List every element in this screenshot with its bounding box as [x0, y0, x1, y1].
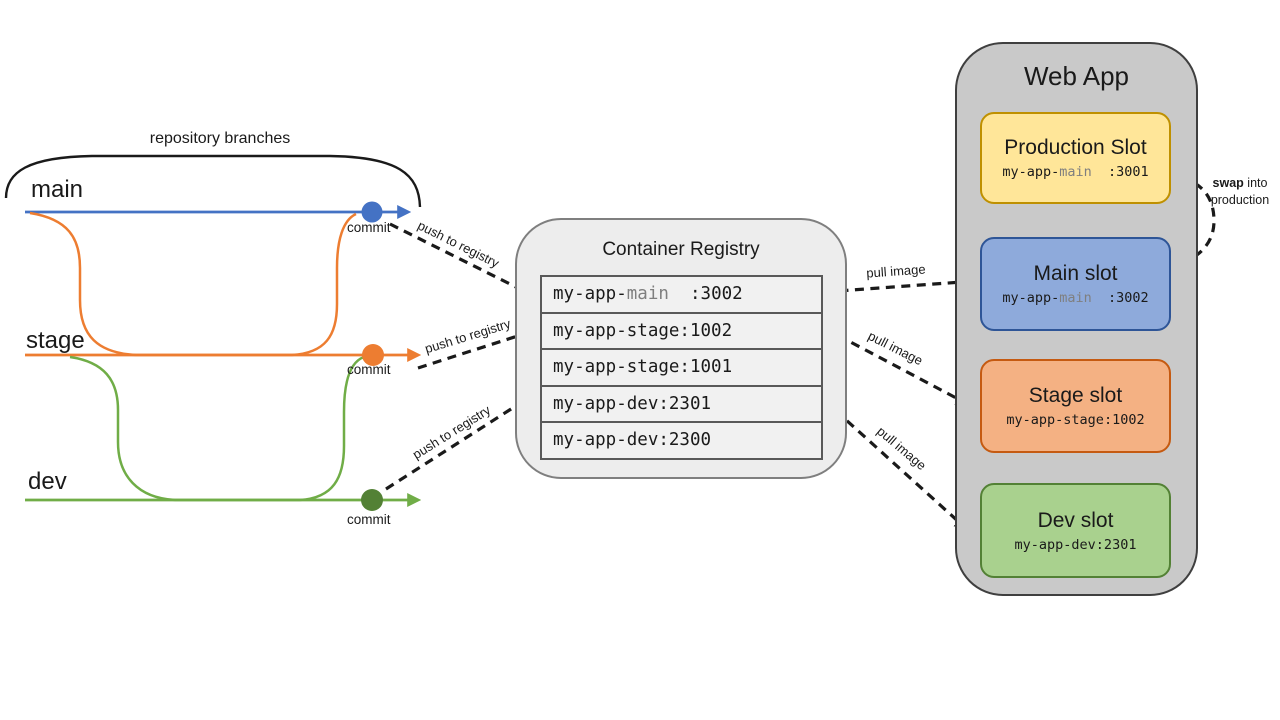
commit-dot-stage: [362, 344, 384, 366]
dev-slot-image: my-app-dev:2301: [1014, 536, 1137, 553]
repo-brace: [4, 154, 422, 208]
branch-label-stage: stage: [26, 327, 85, 354]
commit-dot-dev: [361, 489, 383, 511]
push-arrow-main: [389, 222, 534, 296]
registry-row-dev-2301: my-app-dev:2301: [542, 387, 821, 423]
pull-arrow-stage: [823, 326, 970, 406]
web-app-title: Web App: [1023, 61, 1130, 91]
stage-slot: Stage slot my-app-stage:1002: [980, 359, 1171, 453]
swap-label: swap into production: [1210, 176, 1270, 207]
pull-arrow-main: [823, 275, 973, 294]
stage-slot-image: my-app-stage:1002: [1006, 412, 1145, 428]
repo-branches-label: repository branches: [149, 130, 291, 147]
dev-slot: Dev slot my-app-dev:2301: [980, 483, 1171, 578]
commit-label-stage: commit: [347, 362, 391, 377]
production-slot-image: my-app-main :3001: [1002, 164, 1149, 180]
registry-row-stage-1001: my-app-stage:1001: [542, 350, 821, 387]
main-slot-image: my-app-main :3002: [1002, 290, 1149, 306]
container-registry-box: Container Registry my-app-main :3002 my-…: [515, 218, 847, 479]
commit-label-dev: commit: [347, 512, 391, 527]
production-slot: Production Slot my-app-main :3001: [980, 112, 1171, 204]
registry-title: Container Registry: [602, 239, 760, 260]
commit-label-main: commit: [347, 220, 391, 235]
registry-image-table: my-app-main :3002 my-app-stage:1002 my-a…: [540, 275, 823, 460]
web-app-box: Web App Production Slot my-app-main :300…: [955, 42, 1198, 596]
registry-row-stage-1002: my-app-stage:1002: [542, 314, 821, 350]
push-arrow-dev: [385, 396, 532, 491]
main-slot: Main slot my-app-main :3002: [980, 237, 1171, 331]
registry-row-main-3002: my-app-main :3002: [542, 277, 821, 314]
branch-curve-dev: [69, 355, 365, 502]
branch-label-dev: dev: [28, 468, 67, 495]
branch-label-main: main: [31, 176, 84, 203]
push-arrow-stage: [417, 327, 538, 370]
registry-row-dev-2300: my-app-dev:2300: [553, 430, 712, 450]
commit-dot-main: [361, 201, 383, 223]
